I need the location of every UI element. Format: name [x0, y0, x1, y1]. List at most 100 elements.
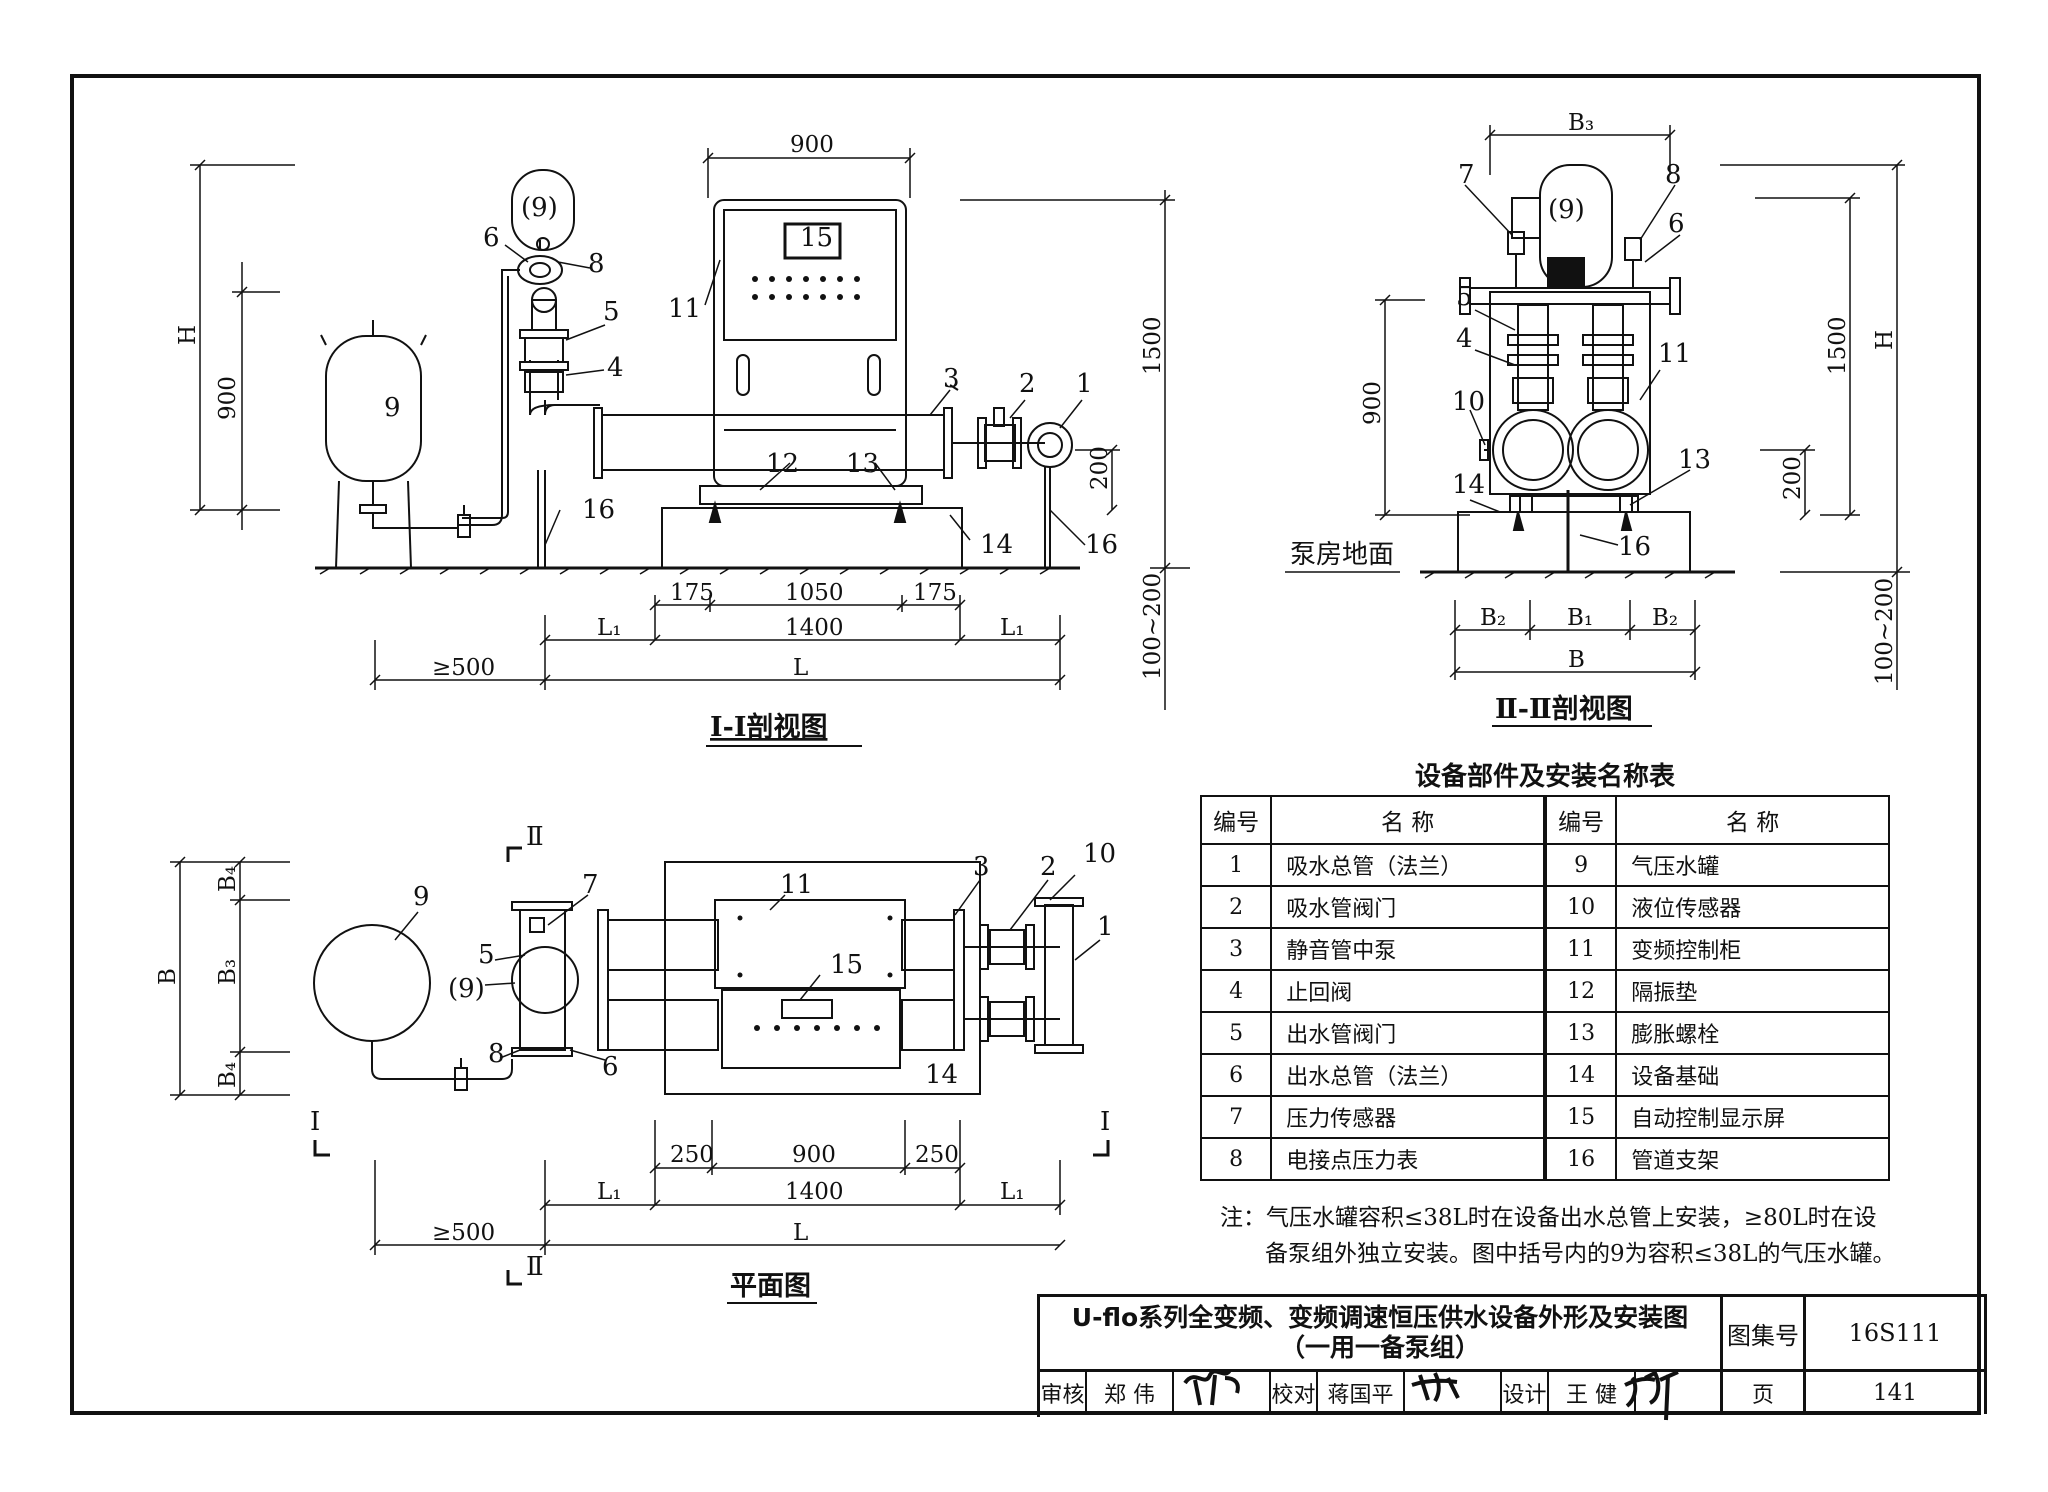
plan-dim-B4-bottom: B₄	[215, 1062, 241, 1088]
plan-callout-2: 2	[1040, 852, 1057, 882]
dim-B3-top: B₃	[1568, 110, 1594, 136]
callout-14-s2: 14	[1452, 470, 1485, 500]
part-name: 管道支架	[1615, 1137, 1890, 1181]
callout-11-s2: 11	[1658, 339, 1691, 369]
callout-7-s2: 7	[1458, 160, 1475, 190]
callout-13-s2: 13	[1678, 445, 1711, 475]
plan-dim-B4-top: B₄	[215, 866, 241, 892]
callout-3: 3	[943, 364, 960, 394]
part-name: 液位传感器	[1615, 885, 1890, 929]
callout-14: 14	[980, 530, 1013, 560]
part-no: 11	[1543, 927, 1618, 971]
section-1-1-leaders	[504, 244, 1086, 546]
callout-16-left: 16	[582, 495, 615, 525]
section-2-2-numbers: 7 8 6 5 4 10 11 13 14 16 (9)	[1452, 160, 1711, 562]
part-name: 自动控制显示屏	[1615, 1095, 1890, 1139]
dim-200-s2: 200	[1780, 456, 1806, 500]
plan-dim-250-left: 250	[670, 1142, 714, 1168]
designer-name: 王 健	[1549, 1372, 1636, 1414]
review-label: 审核	[1040, 1372, 1087, 1414]
plan-dimensions	[170, 856, 1066, 1255]
callout-4-s2: 4	[1456, 324, 1473, 354]
dim-B2-right: B₂	[1652, 605, 1678, 631]
part-name: 设备基础	[1615, 1053, 1890, 1097]
plan-section-marks	[313, 846, 1110, 1286]
dim-1500: 1500	[1140, 316, 1166, 375]
checker-signature	[1405, 1372, 1502, 1414]
plan-dim-L: L	[793, 1220, 808, 1246]
part-name: 吸水总管（法兰）	[1270, 843, 1547, 887]
callout-9-small-tank: (9)	[521, 193, 558, 223]
plan-dim-L1-left: L₁	[597, 1179, 622, 1205]
callout-1: 1	[1076, 369, 1093, 399]
plan-callout-15: 15	[830, 950, 863, 980]
plan-callout-9-small: (9)	[448, 974, 485, 1004]
dim-175-left: 175	[670, 580, 714, 606]
part-no: 4	[1199, 969, 1273, 1013]
dim-200: 200	[1087, 446, 1113, 490]
plan-caption: 平面图	[730, 1271, 811, 1302]
section-2-2-dimension-text: B₃ 1500 H 900 200 100~200 B₂ B₁ B₂ B	[1360, 110, 1898, 685]
sheet-border	[70, 74, 1981, 1415]
callout-9: 9	[384, 393, 401, 423]
dim-1400: 1400	[785, 615, 844, 641]
part-name: 止回阀	[1270, 969, 1547, 1013]
part-no: 1	[1199, 843, 1273, 887]
section-2-2-view	[1420, 164, 1735, 579]
part-no: 6	[1199, 1053, 1273, 1097]
note-line-1: 注：气压水罐容积≤38L时在设备出水总管上安装，≥80L时在设	[1220, 1205, 1877, 1231]
dim-900-top: 900	[790, 132, 834, 158]
callout-15: 15	[800, 223, 833, 253]
parts-table-caption: 设备部件及安装名称表	[1414, 762, 1675, 792]
parts-table-header: 编号 名 称 编号 名 称	[1199, 795, 1890, 845]
checker-name: 蒋国平	[1318, 1372, 1405, 1414]
plan-dim-900: 900	[792, 1142, 836, 1168]
dim-100-200: 100~200	[1140, 573, 1166, 680]
part-no: 13	[1543, 1011, 1618, 1055]
callout-11: 11	[668, 294, 701, 324]
header-name-left: 名 称	[1270, 795, 1547, 845]
plan-dim-B3: B₃	[215, 959, 241, 985]
dim-100-200-s2: 100~200	[1872, 578, 1898, 685]
part-no: 7	[1199, 1095, 1273, 1139]
plan-numbers: 1 2 3 10 11 15 14 9 (9) 5 7 8 6	[413, 839, 1116, 1090]
part-name: 隔振垫	[1615, 969, 1890, 1013]
dim-B2-left: B₂	[1480, 605, 1506, 631]
part-no: 8	[1199, 1137, 1273, 1181]
dim-H-s2: H	[1872, 330, 1898, 350]
section-2-2-leaders	[1464, 184, 1691, 546]
dim-1500-s2: 1500	[1825, 316, 1851, 375]
callout-6-s2: 6	[1668, 209, 1685, 239]
callout-10-s2: 10	[1452, 387, 1485, 417]
dim-L: L	[793, 655, 808, 681]
plan-callout-6: 6	[602, 1052, 619, 1082]
drawing-title-line-1: U-flo系列全变频、变频调速恒压供水设备外形及安装图	[1071, 1303, 1689, 1332]
callout-4: 4	[607, 353, 624, 383]
plan-view	[313, 861, 1084, 1095]
section-mark-1-right: Ⅰ	[1100, 1107, 1110, 1137]
pump-room-floor-label: 泵房地面	[1290, 540, 1394, 570]
plan-dim-min-500: ≥500	[432, 1220, 495, 1246]
plan-callout-5: 5	[478, 940, 495, 970]
section-1-1-dimension-text: 900 1500 200 100~200 H 900 175 1050 175 …	[175, 132, 1166, 681]
reviewer-signature	[1174, 1372, 1271, 1414]
dim-175-right: 175	[913, 580, 957, 606]
part-no: 9	[1543, 843, 1618, 887]
atlas-number: 16S111	[1806, 1297, 1987, 1372]
plan-callout-10: 10	[1083, 839, 1116, 869]
part-no: 16	[1543, 1137, 1618, 1181]
callout-9-s2: (9)	[1548, 195, 1585, 225]
callout-6: 6	[483, 223, 500, 253]
part-name: 出水总管（法兰）	[1270, 1053, 1547, 1097]
design-label: 设计	[1502, 1372, 1549, 1414]
plan-callout-9: 9	[413, 882, 430, 912]
plan-dim-L1-right: L₁	[1000, 1179, 1025, 1205]
part-no: 14	[1543, 1053, 1618, 1097]
